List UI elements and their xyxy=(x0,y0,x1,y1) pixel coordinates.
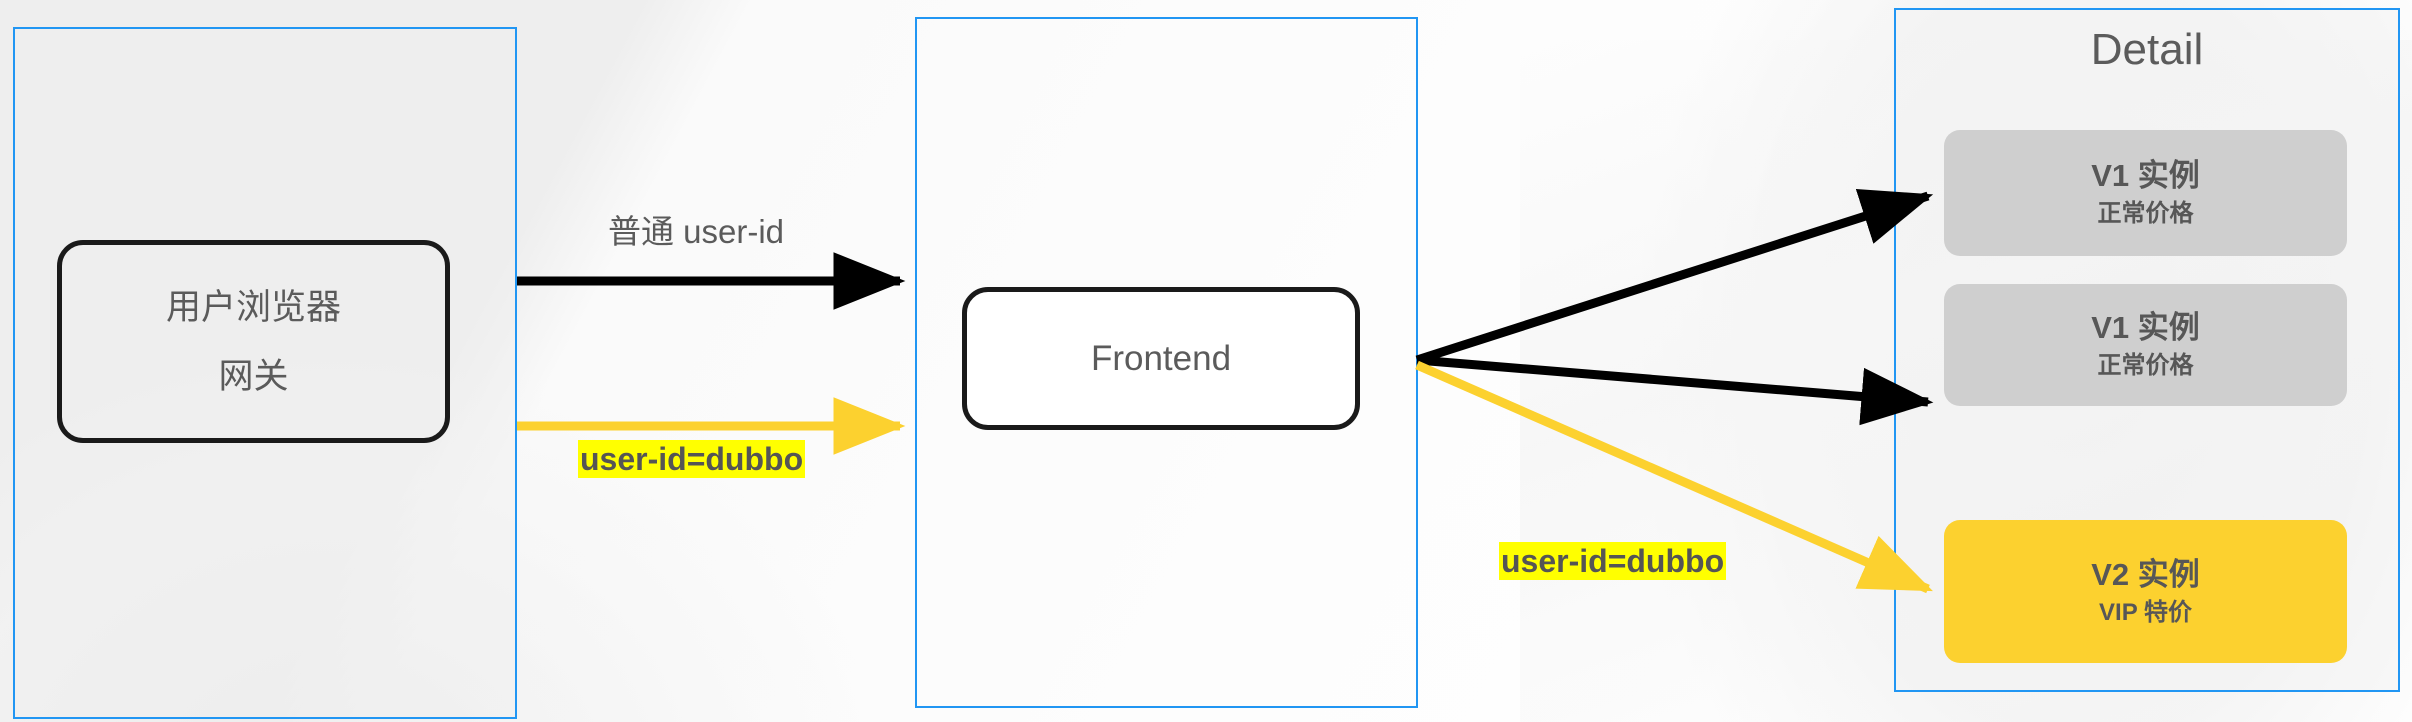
node-user-browser-line2: 网关 xyxy=(218,356,289,396)
node-frontend-label: Frontend xyxy=(1090,339,1232,378)
instance-card-v1-a-title: V1 实例 xyxy=(2091,158,2200,194)
instance-card-v1-a-subtitle: 正常价格 xyxy=(2097,200,2194,228)
edge-frontend-to-v1-a xyxy=(1415,188,1934,365)
instance-card-v1-b-subtitle: 正常价格 xyxy=(2097,352,2194,380)
node-frontend[interactable]: Frontend xyxy=(962,287,1360,430)
node-user-browser-line1: 用户浏览器 xyxy=(165,287,341,327)
instance-card-v2[interactable]: V2 实例 VIP 特价 xyxy=(1944,520,2347,663)
detail-panel-title: Detail xyxy=(2090,25,2204,74)
instance-card-v1-a[interactable]: V1 实例 正常价格 xyxy=(1944,130,2347,256)
instance-card-v2-subtitle: VIP 特价 xyxy=(2099,598,2192,626)
edge-label-tagged-right: user-id=dubbo xyxy=(1499,542,1727,580)
instance-card-v1-b-title: V1 实例 xyxy=(2091,310,2200,346)
edge-label-plain-request: 普通 user-id xyxy=(608,213,785,250)
node-user-browser-gateway[interactable]: 用户浏览器 网关 xyxy=(57,240,450,443)
edge-label-tagged-left: user-id=dubbo xyxy=(578,440,806,478)
edge-frontend-to-v1-b xyxy=(1416,355,1934,426)
instance-card-v2-title: V2 实例 xyxy=(2091,556,2200,592)
instance-card-v1-b[interactable]: V1 实例 正常价格 xyxy=(1944,284,2347,406)
